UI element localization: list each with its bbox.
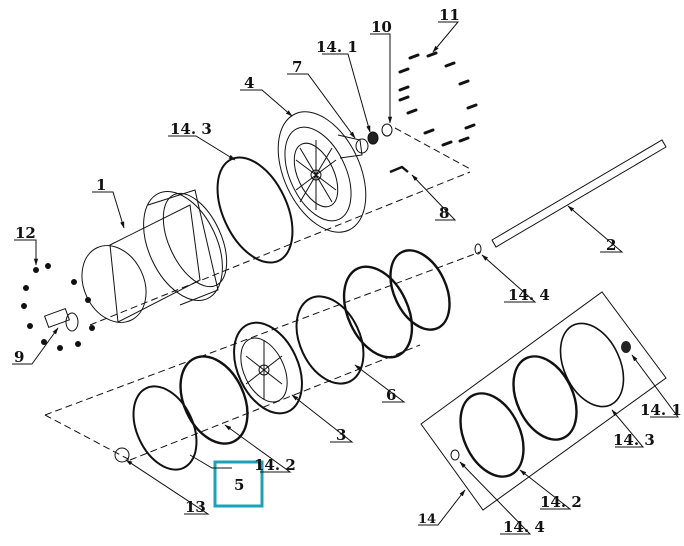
highlight-box-part-5 [213, 460, 264, 508]
label-part-10: 10 [371, 18, 392, 36]
kit-14-box [420, 291, 667, 511]
label-part-14-3-kit: 14. 3 [613, 431, 655, 449]
label-part-4: 4 [244, 74, 254, 92]
label-part-14-1-top: 14. 1 [316, 38, 358, 56]
label-part-3: 3 [336, 426, 346, 444]
part-3-cover [233, 321, 303, 415]
label-part-14-4-kit: 14. 4 [503, 518, 545, 536]
part-14-2-ring [179, 355, 249, 445]
part-13-nut [114, 447, 130, 463]
part-9-valve [43, 307, 79, 332]
label-part-11: 11 [439, 6, 460, 24]
label-part-14-4-main: 14. 4 [508, 286, 550, 304]
ring [342, 265, 414, 359]
leader-lines [12, 21, 679, 535]
label-part-14-2-main: 14. 2 [254, 456, 296, 474]
part-8-elbow [389, 165, 409, 174]
part-4-end-cover [277, 111, 367, 233]
label-part-1: 1 [96, 176, 106, 194]
ring [389, 249, 451, 331]
part-1-housing [81, 189, 228, 323]
label-part-14: 14 [418, 512, 436, 527]
label-part-14-3-top: 14. 3 [170, 120, 212, 138]
label-part-9: 9 [14, 348, 24, 366]
part-11-bolts [398, 51, 478, 147]
label-part-5: 5 [234, 476, 244, 494]
part-14-1-seal [367, 131, 379, 145]
part-2-shaft [474, 139, 667, 255]
part-12-bolts [21, 263, 95, 351]
part-6-ring [295, 295, 365, 385]
assembly-axis-lines [44, 127, 481, 461]
label-part-7: 7 [292, 58, 302, 76]
label-part-13: 13 [185, 498, 206, 516]
label-part-14-1-kit: 14. 1 [640, 401, 682, 419]
label-part-14-2-kit: 14. 2 [540, 493, 582, 511]
label-part-6: 6 [386, 386, 396, 404]
part-5-oring [132, 385, 198, 471]
part-10-clip [381, 123, 393, 137]
label-part-8: 8 [439, 204, 449, 222]
part-7-fitting [355, 138, 369, 154]
label-part-2: 2 [606, 236, 616, 254]
label-part-12: 12 [15, 224, 36, 242]
